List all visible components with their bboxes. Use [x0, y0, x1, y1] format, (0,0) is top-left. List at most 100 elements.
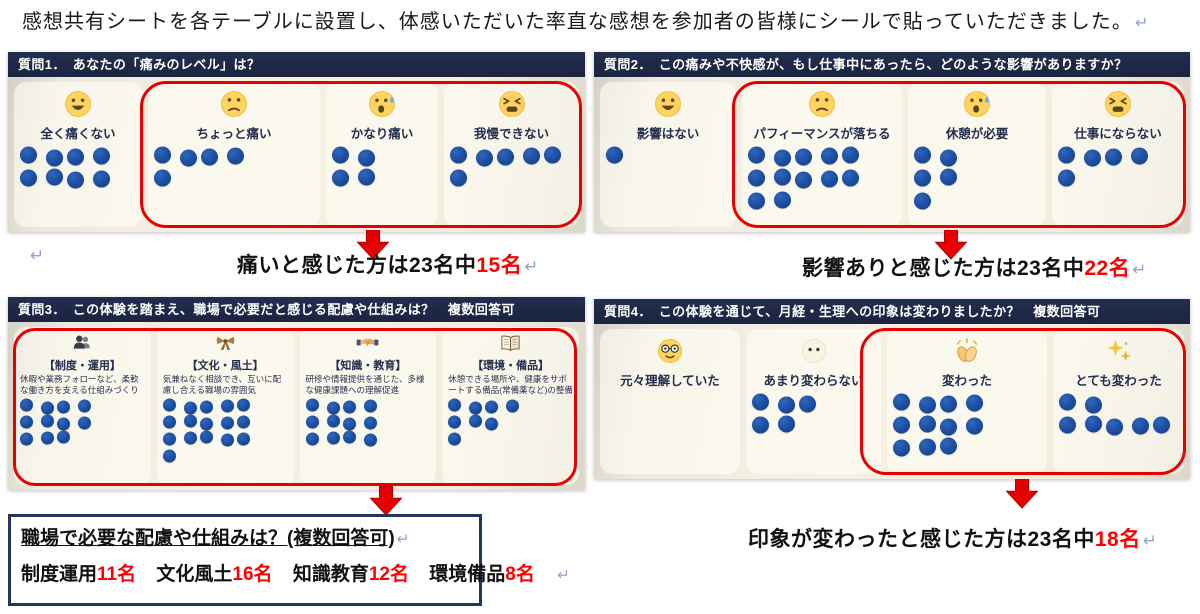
option-label: パフィーマンスが落ちる — [753, 127, 891, 141]
sticker-dot — [20, 169, 37, 187]
sticker-dot — [821, 170, 838, 188]
sticker-dot — [1085, 415, 1102, 433]
sticker-dot-row — [752, 393, 875, 414]
question1-header: 質問1． あなたの「痛みのレベル」は？ — [8, 52, 585, 77]
people-icon — [71, 331, 94, 356]
sticker-dot-row — [748, 191, 896, 210]
sticker-dot — [450, 169, 467, 187]
sticker-dot — [919, 396, 936, 414]
sticker-dot — [1084, 149, 1101, 167]
sticker-dot — [363, 433, 377, 447]
summary-item-value: 16名 — [232, 564, 273, 585]
sticker-dot — [485, 400, 499, 414]
sticker-dot — [363, 399, 377, 413]
sticker-dot — [342, 400, 356, 414]
survey-option: あまり変わらない — [746, 329, 881, 474]
clap-icon — [953, 334, 981, 368]
survey-option: 休憩が必要 — [908, 82, 1046, 227]
sticker-dot — [448, 398, 462, 412]
sticker-dot — [227, 147, 244, 165]
paragraph-mark: ↵ — [1142, 530, 1158, 550]
sticker-dot — [450, 146, 467, 164]
sticker-dot — [469, 414, 483, 428]
survey-option: ちょっと痛い — [148, 82, 320, 227]
sticker-dot-row — [448, 432, 573, 446]
sticker-dot — [919, 415, 936, 433]
down-arrow-icon — [355, 230, 391, 260]
option-label: とても変わった — [1075, 374, 1162, 388]
sticker-dot — [1132, 417, 1149, 435]
sticker-dot-row — [893, 415, 1041, 436]
sticker-dot — [914, 146, 931, 164]
sticker-dot — [1153, 416, 1170, 434]
sticker-dot — [20, 146, 37, 164]
sticker-dot-row — [20, 430, 145, 446]
sticker-dot — [305, 398, 319, 412]
option-label: 全く痛くない — [40, 127, 116, 141]
sticker-dot — [966, 417, 983, 435]
sticker-dot — [326, 414, 340, 428]
sticker-dot — [67, 148, 84, 166]
summary-item-label: 制度運用 — [21, 564, 98, 585]
sticker-dot — [893, 416, 910, 434]
summary-item: 環境備品8名 — [429, 564, 535, 585]
sticker-dot — [342, 417, 356, 431]
summary-box: 職場で必要な配慮や仕組みは？(複数回答可)↵ 制度運用11名 文化風土16名 知… — [8, 514, 570, 606]
sticker-dots — [20, 146, 136, 192]
option-category-title: 【文化・風土】 — [186, 360, 264, 372]
sticker-dot — [842, 146, 859, 164]
result-text-q4: 印象が変わったと感じた方は23名中18名↵ — [748, 523, 1157, 553]
survey-option: パフィーマンスが落ちる — [742, 82, 902, 227]
sticker-dot — [1059, 393, 1076, 411]
survey-option: 【文化・風土】気兼ねなく相談でき、互いに配慮し合える職場の雰囲気 — [156, 327, 294, 485]
sticker-dot — [199, 430, 213, 444]
question2-options: 影響はないパフィーマンスが落ちる休憩が必要仕事にならない — [594, 77, 1190, 232]
option-label: 休憩が必要 — [945, 127, 1009, 141]
summary-item-value: 11名 — [97, 564, 137, 585]
option-label: 影響はない — [636, 127, 700, 141]
sticker-dot — [606, 146, 623, 164]
sticker-dot-row — [914, 192, 1040, 210]
sticker-dot — [1105, 148, 1122, 166]
option-category-description: 研修や情報提供を通じた、多様な健康課題への理解促進 — [305, 374, 425, 396]
paragraph-mark: ↵ — [30, 246, 45, 266]
sticker-dot — [57, 417, 70, 431]
sticker-dot — [305, 432, 319, 446]
grin-face-icon — [653, 87, 683, 121]
sticker-dot — [358, 149, 375, 167]
summary-item-label: 環境備品 — [429, 564, 506, 585]
summary-item-value: 8名 — [505, 564, 535, 585]
sticker-dot — [67, 171, 84, 189]
result-text-q1: 痛いと感じた方は23名中15名↵ — [237, 249, 539, 279]
sticker-dot — [469, 401, 483, 415]
sticker-dot — [199, 417, 213, 431]
sticker-dots — [893, 393, 1041, 461]
question3-sheet-photo: 質問3． この体験を踏まえ、職場で必要だと感じる配慮や仕組みは？ 複数回答可 【… — [8, 297, 585, 490]
sticker-dot-row — [450, 146, 573, 167]
intro-text: 感想共有シートを各テーブルに設置し、体感いただいた率直な感想を参加者の皆様にシー… — [22, 11, 1133, 33]
sticker-dot-row — [1059, 415, 1178, 436]
sticker-dot — [821, 147, 838, 165]
sticker-dot — [752, 393, 769, 411]
sticker-dot — [326, 401, 340, 415]
sticker-dot — [332, 169, 349, 187]
question2-header: 質問2． この痛みや不快感が、もし仕事中にあったら、どのような影響がありますか？ — [594, 52, 1190, 77]
sticker-dot — [1131, 147, 1148, 165]
unamused-face-icon — [807, 87, 837, 121]
sweat-face-icon — [962, 87, 992, 121]
sticker-dots — [752, 393, 875, 439]
sticker-dots — [450, 146, 573, 192]
result-value: 18名 — [1094, 528, 1141, 551]
nerd-face-icon — [656, 334, 684, 368]
sticker-dots — [914, 146, 1040, 214]
question4-body: 元々理解していたあまり変わらない変わったとても変わった — [594, 324, 1190, 479]
sticker-dot — [20, 398, 33, 412]
sticker-dot — [220, 399, 234, 413]
sticker-dot — [774, 191, 791, 209]
option-category-description: 休憩できる場所や、健康をサポートする備品(常備薬など)の整備 — [448, 374, 573, 396]
sticker-dot — [544, 146, 561, 164]
summary-item-label: 知識教育 — [292, 564, 369, 585]
paragraph-mark: ↵ — [1134, 13, 1150, 32]
sticker-dots — [20, 398, 145, 448]
sticker-dot — [523, 147, 540, 165]
